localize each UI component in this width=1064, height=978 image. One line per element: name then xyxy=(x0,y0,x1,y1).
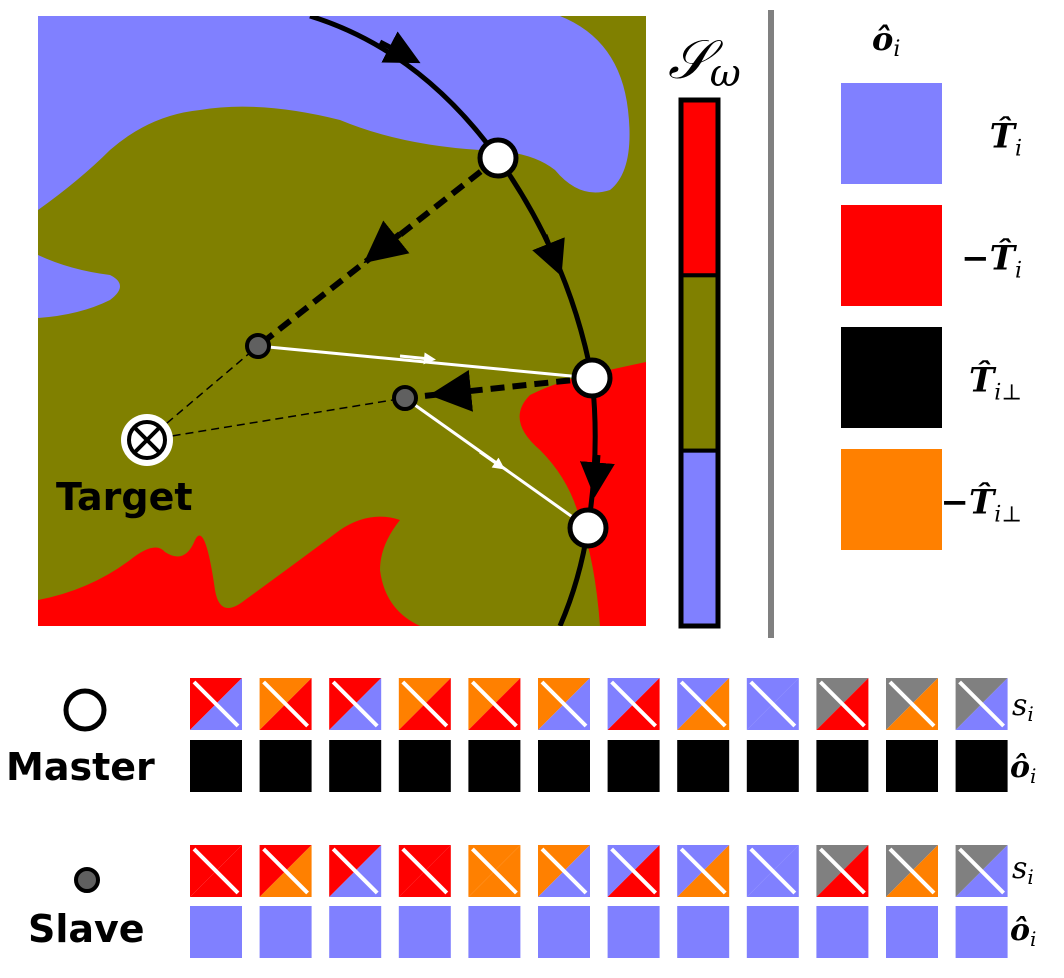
output-tile xyxy=(398,906,451,958)
target-label: Target xyxy=(56,475,193,519)
output-tile xyxy=(398,740,451,792)
state-tile xyxy=(746,678,799,730)
colorbar-segment-red xyxy=(679,98,720,278)
output-tile xyxy=(259,740,312,792)
output-tile xyxy=(329,740,382,792)
slave-legend-icon xyxy=(74,867,100,893)
colorbar: 𝒮ω xyxy=(668,28,741,629)
state-tile xyxy=(538,678,590,730)
colorbar-segment-blue xyxy=(679,448,720,628)
link-arrow-white xyxy=(399,352,436,365)
legend-swatch-orange xyxy=(841,449,942,550)
slave-node xyxy=(245,333,271,359)
output-tile xyxy=(190,906,242,958)
trajectory-arrow xyxy=(532,234,565,277)
output-tile xyxy=(468,740,521,792)
state-tile xyxy=(538,845,590,897)
output-tile xyxy=(886,740,938,792)
legend-swatch-black xyxy=(841,327,942,428)
slave-section: Slave si ôi xyxy=(28,845,1036,958)
master-s-label: si xyxy=(1012,688,1034,726)
output-tile xyxy=(468,906,521,958)
output-tile xyxy=(677,906,730,958)
state-tile xyxy=(955,678,1008,730)
state-tile xyxy=(398,845,451,897)
map-region-blue xyxy=(38,16,630,210)
target-link xyxy=(146,345,259,441)
trajectory-arrow xyxy=(378,31,421,64)
slave-o-label: ôi xyxy=(1010,913,1036,951)
state-tile xyxy=(398,678,451,730)
state-tile xyxy=(677,678,730,730)
state-tile xyxy=(190,845,242,897)
state-tile xyxy=(607,678,660,730)
state-tile xyxy=(468,678,521,730)
separator xyxy=(768,10,774,638)
legend-swatch-blue xyxy=(841,83,942,184)
legend-label: −T̂i⊥ xyxy=(940,481,1022,527)
state-tile xyxy=(329,678,382,730)
map-region-red xyxy=(38,516,420,626)
master-o-label: ôi xyxy=(1010,750,1036,788)
master-slave-link xyxy=(256,155,500,349)
state-tile xyxy=(259,678,312,730)
state-tile xyxy=(259,845,312,897)
slave-label: Slave xyxy=(28,907,145,951)
state-tile xyxy=(677,845,730,897)
legend: ôi T̂i −T̂iT̂i⊥ −T̂i⊥ xyxy=(841,20,1022,550)
master-node xyxy=(567,507,609,549)
master-node xyxy=(477,137,519,179)
output-tile xyxy=(886,906,938,958)
legend-title: ôi xyxy=(872,20,900,62)
target-link xyxy=(146,397,406,441)
slave-node xyxy=(392,385,418,411)
link-arrow xyxy=(363,220,410,264)
state-tile xyxy=(886,678,938,730)
output-tile xyxy=(607,740,660,792)
colorbar-segment-olive xyxy=(679,273,720,453)
output-tile xyxy=(746,740,799,792)
state-tile xyxy=(955,845,1008,897)
output-tile xyxy=(816,740,869,792)
legend-label: −T̂i xyxy=(961,237,1022,283)
colorbar-title: 𝒮ω xyxy=(668,28,741,95)
output-tile xyxy=(329,906,382,958)
output-tile xyxy=(190,740,242,792)
state-tile xyxy=(468,845,521,897)
state-tile xyxy=(816,845,869,897)
state-tile xyxy=(607,845,660,897)
master-legend-icon xyxy=(63,688,107,732)
state-tile xyxy=(746,845,799,897)
output-tile xyxy=(538,740,590,792)
legend-label: T̂i xyxy=(990,115,1022,161)
target-icon xyxy=(121,414,173,466)
output-tile xyxy=(816,906,869,958)
output-tile xyxy=(955,740,1008,792)
master-node xyxy=(571,357,613,399)
master-section: Master si ôi xyxy=(6,678,1036,792)
state-tile xyxy=(886,845,938,897)
legend-label: T̂i⊥ xyxy=(969,359,1022,405)
output-tile xyxy=(677,740,730,792)
output-tile xyxy=(538,906,590,958)
link-arrow-white xyxy=(479,450,505,470)
output-tile xyxy=(607,906,660,958)
state-tile xyxy=(190,678,242,730)
output-tile xyxy=(746,906,799,958)
state-tile xyxy=(816,678,869,730)
output-tile xyxy=(259,906,312,958)
output-tile xyxy=(955,906,1008,958)
colorbar-frame xyxy=(678,97,721,629)
legend-swatch-red xyxy=(841,205,942,306)
map-region-blue xyxy=(38,255,120,318)
trajectory-arrow xyxy=(579,454,615,498)
trajectory-map: Target xyxy=(38,16,646,626)
master-label: Master xyxy=(6,745,155,789)
link-arrow xyxy=(429,370,473,412)
state-tile xyxy=(329,845,382,897)
slave-s-label: si xyxy=(1012,851,1034,889)
